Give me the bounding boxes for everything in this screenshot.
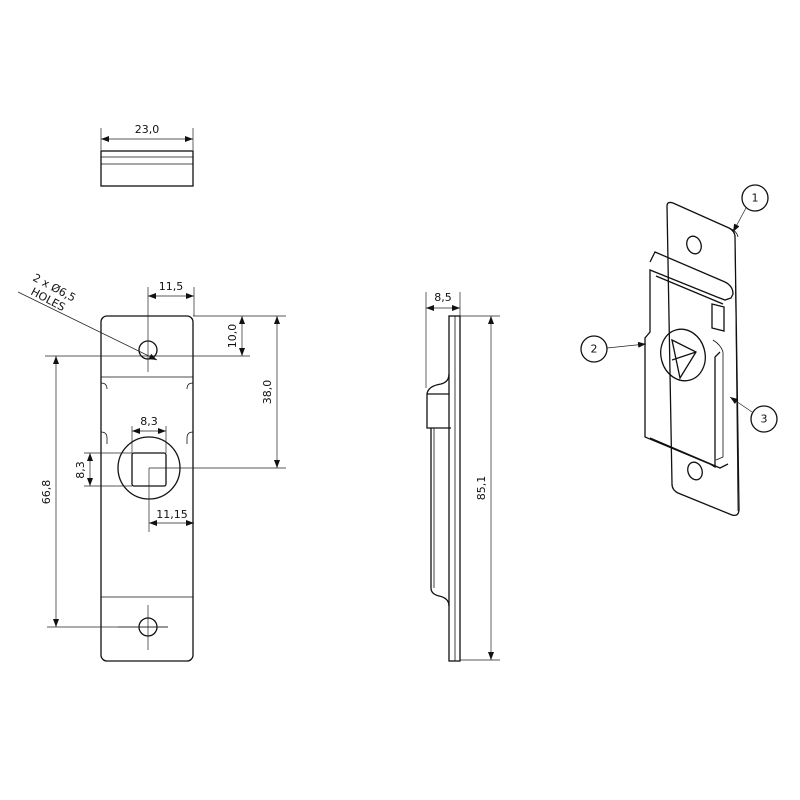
length-dimension: 85,1 xyxy=(475,476,488,501)
top-view: 23,0 xyxy=(100,123,194,187)
balloon-3-label: 3 xyxy=(761,413,768,426)
dim-center-y: 38,0 xyxy=(261,380,274,405)
dim-square-height: 8,3 xyxy=(74,461,87,479)
side-view: 8,5 85,1 xyxy=(425,291,500,662)
side-view-plate xyxy=(448,315,461,662)
dim-hole-offset-y: 10,0 xyxy=(226,324,239,349)
dim-hole-spacing: 66,8 xyxy=(40,480,53,505)
iso-spindle-boss xyxy=(660,328,706,382)
dim-hole-offset-x: 11,5 xyxy=(159,280,184,293)
front-view-outline xyxy=(100,315,194,662)
top-view-outline xyxy=(100,150,194,187)
balloon-2-label: 2 xyxy=(591,343,598,356)
iso-back-plate xyxy=(666,201,740,517)
front-view: 11,5 10,0 38,0 66,8 8,3 8,3 11,15 2 x Ø6… xyxy=(17,271,286,662)
dim-square-width: 8,3 xyxy=(140,415,158,428)
width-dimension: 23,0 xyxy=(135,123,160,136)
balloon-2 xyxy=(580,335,608,363)
depth-dimension: 8,5 xyxy=(434,291,452,304)
side-view-latch xyxy=(426,373,451,607)
isometric-view: 1 2 3 xyxy=(580,184,778,517)
balloon-3 xyxy=(750,405,778,433)
balloon-1 xyxy=(741,184,769,212)
balloon-1-label: 1 xyxy=(752,192,759,205)
dim-center-x: 11,15 xyxy=(156,508,188,521)
iso-latch xyxy=(644,251,734,469)
